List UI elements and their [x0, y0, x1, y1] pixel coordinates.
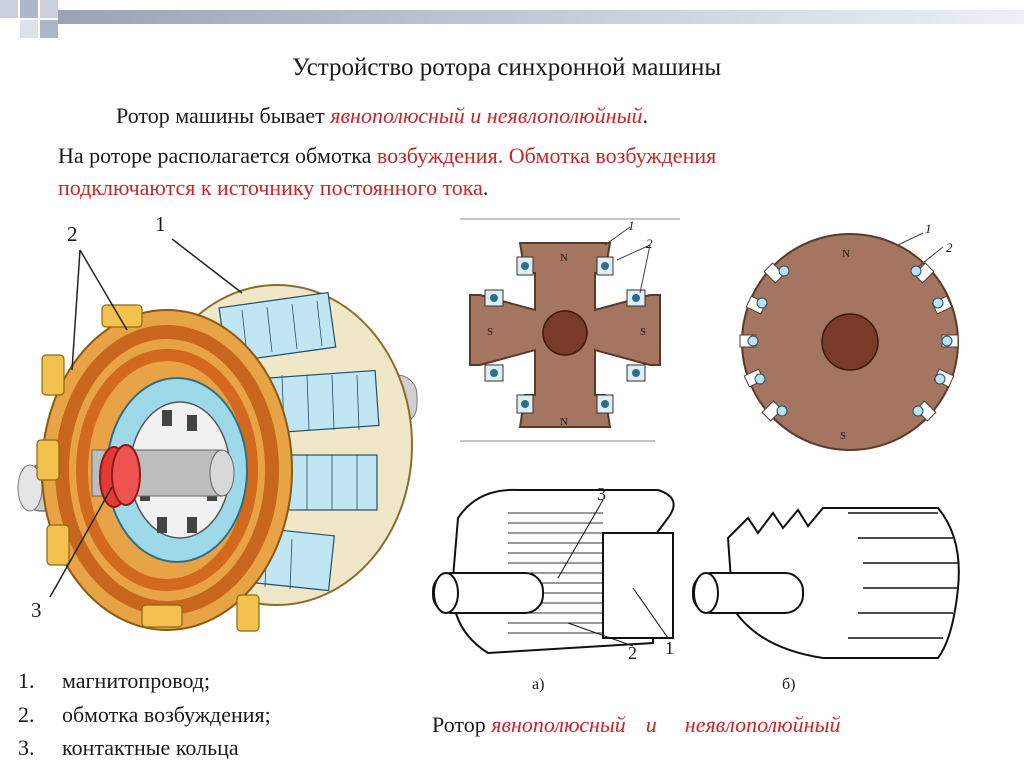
- drawing-label-1: 1: [665, 638, 674, 658]
- intro-highlight: явнополюсный и неявлополюйный: [330, 103, 643, 128]
- legend-text-1: магнитопровод;: [62, 668, 211, 693]
- dc-source-period: .: [482, 175, 489, 200]
- winding-text: На роторе располагается обмотка: [58, 143, 377, 168]
- legend-text-3: контактные кольца: [62, 735, 239, 760]
- salient-pole-cross-section: [460, 218, 680, 442]
- caption-nonsalient: неявлополюйный: [684, 712, 841, 737]
- nonsalient-pole-n: N: [842, 248, 850, 260]
- legend-text-2: обмотка возбуждения;: [62, 702, 271, 727]
- legend-num-3: 3.: [18, 735, 35, 760]
- dc-source-highlight: подключаются к источнику постоянного ток…: [58, 175, 483, 200]
- winding-line: На роторе располагается обмотка возбужде…: [58, 143, 716, 169]
- legend-num-1: 1.: [18, 668, 35, 693]
- legend-item-2: 2. обмотка возбуждения;: [18, 702, 271, 728]
- salient-pole-s-right: S: [640, 326, 647, 338]
- callout-2: 2: [67, 222, 78, 246]
- drawing-label-3: 3: [597, 484, 606, 504]
- legend-item-1: 1. магнитопровод;: [18, 668, 210, 694]
- drawing-label-b: б): [782, 676, 796, 693]
- intro-period: .: [642, 103, 648, 128]
- callout-3: 3: [31, 598, 42, 622]
- salient-label-1: 1: [628, 218, 635, 233]
- nonsalient-pole-s: S: [840, 430, 847, 442]
- nonsalient-label-2: 2: [946, 240, 953, 255]
- caption-salient: явнополюсный: [491, 712, 626, 737]
- rotor-line-drawings: [432, 488, 960, 659]
- caption-conjunction: и: [645, 712, 657, 737]
- drawing-label-2: 2: [628, 643, 637, 663]
- legend-item-3: 3. контактные кольца: [18, 735, 239, 761]
- dc-source-line: подключаются к источнику постоянного ток…: [58, 175, 488, 201]
- slide-title: Устройство ротора синхронной машины: [292, 54, 722, 81]
- salient-pole-s-left: S: [487, 326, 494, 338]
- caption-prefix: Ротор: [432, 712, 492, 737]
- salient-pole-n-bottom: N: [560, 416, 568, 428]
- callout-1: 1: [155, 212, 166, 236]
- legend-num-2: 2.: [18, 702, 35, 727]
- salient-pole-n-top: N: [560, 252, 568, 264]
- rotor-3d-illustration: [17, 238, 418, 632]
- drawing-label-a: а): [532, 676, 545, 693]
- nonsalient-cross-section: [739, 232, 959, 451]
- winding-highlight: возбуждения. Обмотка возбуждения: [376, 143, 717, 168]
- nonsalient-label-1: 1: [925, 221, 932, 236]
- salient-label-2: 2: [646, 236, 653, 251]
- figure-caption: Ротор явнополюсный и неявлополюйный: [432, 712, 840, 738]
- slide-header-decoration: [0, 0, 1024, 38]
- intro-text: Ротор машины бывает: [116, 103, 331, 128]
- intro-line: Ротор машины бывает явнополюсный и неявл…: [116, 103, 648, 129]
